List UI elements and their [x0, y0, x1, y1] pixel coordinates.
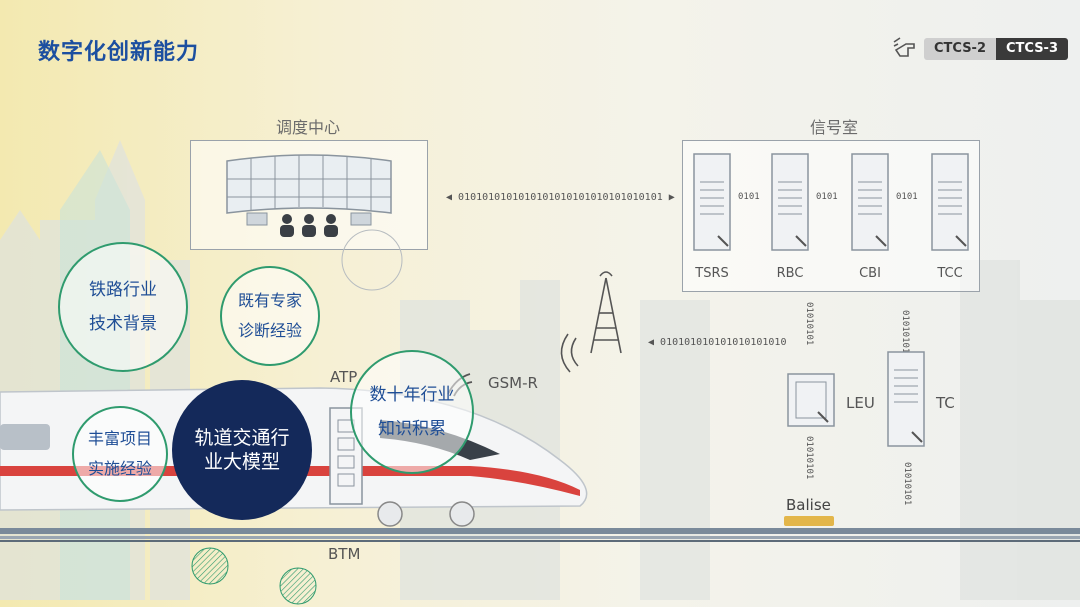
circle-text: 数十年行业 [369, 385, 455, 405]
server-cbi [850, 152, 890, 252]
server-icon [771, 153, 809, 251]
dispatch-center-box [190, 140, 428, 250]
signal-room-box [682, 140, 980, 292]
circle-text: 丰富项目 [87, 429, 152, 448]
deco-circle [341, 229, 403, 291]
leu-label: LEU [846, 394, 875, 412]
circle-text: 技术背景 [89, 314, 157, 334]
server-link-bits: 0101 [816, 192, 838, 202]
server-icon [693, 153, 731, 251]
server-rbc [770, 152, 810, 252]
circle-text: 诊断经验 [237, 321, 302, 340]
atp-label: ATP [330, 368, 358, 386]
circle-railway-background: 铁路行业 技术背景 [58, 242, 188, 372]
link-bits-top-text: 0101010101010101010101010101010101 [458, 192, 663, 203]
btm-label: BTM [328, 545, 361, 563]
circle-text: 业大模型 [203, 451, 280, 473]
dispatch-center-label: 调度中心 [276, 118, 341, 137]
leu-cabinet-icon [787, 373, 835, 427]
vertical-bits-4: 01010101 [902, 462, 912, 506]
circle-text: 实施经验 [87, 459, 152, 478]
page-title: 数字化创新能力 [38, 40, 200, 65]
server-label-tsrs: TSRS [695, 266, 729, 281]
circle-project-experience: 丰富项目 实施经验 [72, 406, 168, 502]
circle-expert-experience: 既有专家 诊断经验 [220, 266, 320, 366]
hatched-circles-deco [191, 547, 317, 605]
hand-pointer-icon [893, 37, 915, 57]
circle-text: 知识积累 [378, 419, 446, 439]
server-label-cbi: CBI [859, 266, 881, 281]
ctcs-2-tab[interactable]: CTCS-2 [924, 38, 996, 60]
balise-block [784, 516, 834, 526]
balise-label: Balise [786, 496, 831, 514]
radio-tower-icon [560, 271, 622, 373]
server-link-bits: 0101 [738, 192, 760, 202]
vertical-bits-2: 01010101 [900, 310, 910, 354]
ctcs-switch[interactable]: CTCS-2 CTCS-3 [892, 36, 1068, 62]
ctcs-3-tab[interactable]: CTCS-3 [996, 38, 1068, 60]
server-tsrs [692, 152, 732, 252]
server-link-bits: 0101 [896, 192, 918, 202]
server-icon [851, 153, 889, 251]
circle-text: 铁路行业 [89, 280, 157, 300]
server-label-tcc: TCC [937, 266, 963, 281]
link-bits-mid: ◀ 010101010101010101010 [648, 337, 787, 348]
vertical-bits-1: 01010101 [804, 302, 814, 346]
circle-text: 既有专家 [237, 291, 302, 310]
circle-text: 轨道交通行 [194, 427, 290, 449]
tc-label: TC [936, 394, 955, 412]
circle-rail-transit-model: 轨道交通行 业大模型 [172, 380, 312, 520]
server-icon [931, 153, 969, 251]
link-bits-mid-text: 010101010101010101010 [660, 337, 787, 348]
control-room-icon [226, 154, 392, 237]
tc-server-icon [887, 351, 925, 447]
link-bits-top: ◀ 0101010101010101010101010101010101 ▶ [446, 192, 675, 203]
signal-room-label: 信号室 [810, 118, 859, 137]
gsm-r-label: GSM-R [488, 374, 538, 392]
server-tcc [930, 152, 970, 252]
circle-industry-knowledge: 数十年行业 知识积累 [350, 350, 474, 474]
vertical-bits-3: 01010101 [804, 436, 814, 480]
server-label-rbc: RBC [776, 266, 804, 281]
